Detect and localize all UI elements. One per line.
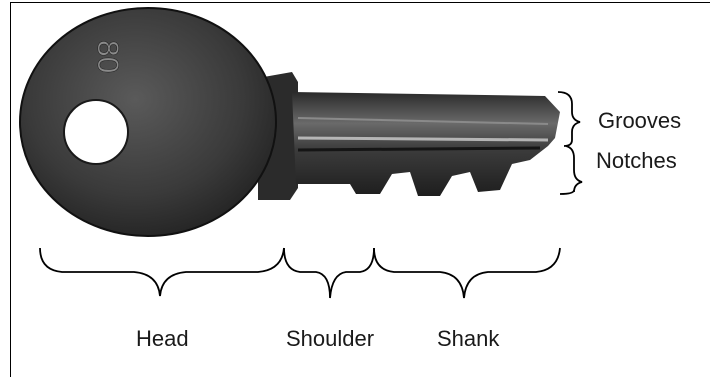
- key-stamp-text: 80: [91, 40, 124, 73]
- notches-brace: [560, 146, 582, 194]
- shank-label: Shank: [437, 328, 499, 350]
- shoulder-label: Shoulder: [286, 328, 374, 350]
- key-groove-line: [298, 138, 548, 140]
- head-brace: [40, 248, 284, 296]
- key-shank: [292, 92, 560, 196]
- key-groove-line: [298, 148, 540, 150]
- grooves-brace: [558, 92, 580, 146]
- shank-brace: [374, 248, 560, 298]
- grooves-label: Grooves: [598, 110, 681, 132]
- head-label: Head: [136, 328, 189, 350]
- key-head: [20, 8, 276, 236]
- notches-label: Notches: [596, 150, 677, 172]
- shoulder-brace: [284, 248, 374, 298]
- key-head-hole: [64, 100, 128, 164]
